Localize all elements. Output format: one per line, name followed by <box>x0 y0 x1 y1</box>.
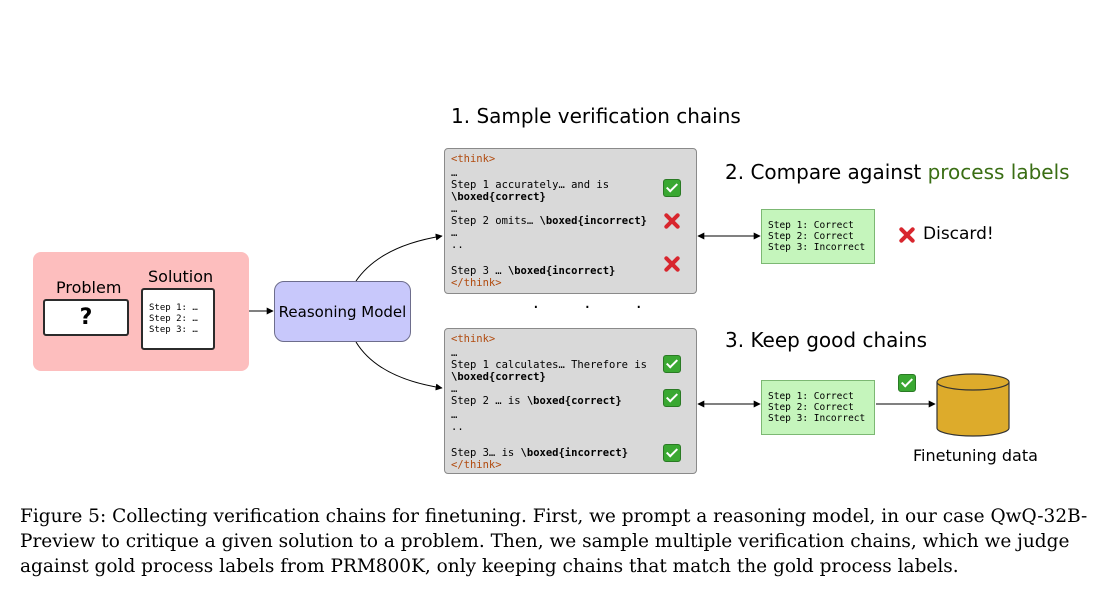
step2-heading-accent: process labels <box>927 160 1070 184</box>
figure-caption: Figure 5: Collecting verification chains… <box>20 506 1088 577</box>
solution-box: Step 1: … Step 2: … Step 3: … <box>141 288 215 350</box>
chain-ellipsis: … <box>451 227 458 239</box>
check-icon <box>663 389 681 407</box>
chain-ellipsis: .. <box>451 421 464 433</box>
question-mark: ? <box>79 305 93 330</box>
more-chains-dots: · · · <box>533 297 662 318</box>
database-cylinder-icon <box>936 373 1010 437</box>
think-close-tag: </think> <box>451 277 502 289</box>
process-label-line: Step 1: Correct <box>768 220 854 231</box>
solution-line: Step 1: … <box>149 303 198 313</box>
check-icon <box>663 444 681 462</box>
step1-heading: 1. Sample verification chains <box>451 104 741 128</box>
chain-step3-boxed: \boxed{incorrect} <box>507 265 616 277</box>
chain-ellipsis: … <box>451 167 458 179</box>
cross-icon <box>663 255 681 273</box>
process-label-line: Step 3: Incorrect <box>768 413 866 424</box>
solution-line: Step 3: … <box>149 325 198 335</box>
chain-ellipsis: … <box>451 383 458 395</box>
process-label-line: Step 1: Correct <box>768 391 854 402</box>
chain-step1-text: Step 1 calculates… Therefore is <box>451 359 647 371</box>
chain-ellipsis: … <box>451 409 458 421</box>
chain-step3-boxed: \boxed{incorrect} <box>520 447 629 459</box>
problem-label: Problem <box>56 278 122 297</box>
chain-step2-text: Step 2 omits… <box>451 215 540 227</box>
cross-icon <box>898 226 916 244</box>
chain-step3: Step 3… is \boxed{incorrect} <box>451 447 628 459</box>
check-icon <box>663 355 681 373</box>
chain-step2: Step 2 … is \boxed{correct} <box>451 395 622 407</box>
chain-ellipsis: … <box>451 203 458 215</box>
arrow-model-to-bottom-chain <box>355 341 443 391</box>
think-close-tag: </think> <box>451 459 502 471</box>
chain-step1-text: Step 1 accurately… and is <box>451 179 610 191</box>
chain-step2: Step 2 omits… \boxed{incorrect} <box>451 215 647 227</box>
step2-heading-prefix: 2. Compare against <box>725 160 928 184</box>
chain-ellipsis: .. <box>451 239 464 251</box>
chain-step2-text: Step 2 … is <box>451 395 527 407</box>
discard-label: Discard! <box>923 224 994 244</box>
verification-chain-discarded: <think> … Step 1 accurately… and is \box… <box>444 148 697 294</box>
think-open-tag: <think> <box>451 153 496 165</box>
reasoning-model-box: Reasoning Model <box>274 281 411 342</box>
chain-step3-text: Step 3… is <box>451 447 521 459</box>
chain-ellipsis: … <box>451 347 458 359</box>
process-label-line: Step 2: Correct <box>768 231 854 242</box>
check-icon <box>663 179 681 197</box>
chain-step1-boxed: \boxed{correct} <box>451 191 546 203</box>
step2-heading: 2. Compare against process labels <box>725 160 1070 184</box>
process-labels-box-top: Step 1: Correct Step 2: Correct Step 3: … <box>761 209 875 264</box>
problem-box: ? <box>43 299 129 336</box>
chain-step2-boxed: \boxed{correct} <box>526 395 622 407</box>
chain-step3-text: Step 3 … <box>451 265 508 277</box>
cross-icon <box>663 212 681 230</box>
solution-line: Step 2: … <box>149 314 198 324</box>
chain-step2-boxed: \boxed{incorrect} <box>539 215 647 227</box>
finetuning-data-label: Finetuning data <box>913 446 1038 465</box>
check-icon <box>898 374 916 392</box>
process-label-line: Step 3: Incorrect <box>768 242 866 253</box>
solution-label: Solution <box>148 267 214 286</box>
arrow-model-to-top-chain <box>355 233 443 282</box>
think-open-tag: <think> <box>451 333 496 345</box>
chain-step3: Step 3 … \boxed{incorrect} <box>451 265 615 277</box>
process-label-line: Step 2: Correct <box>768 402 854 413</box>
step3-heading: 3. Keep good chains <box>725 328 928 352</box>
verification-chain-kept: <think> … Step 1 calculates… Therefore i… <box>444 328 697 474</box>
process-labels-box-bottom: Step 1: Correct Step 2: Correct Step 3: … <box>761 380 875 435</box>
chain-step1-boxed: \boxed{correct} <box>451 371 546 383</box>
